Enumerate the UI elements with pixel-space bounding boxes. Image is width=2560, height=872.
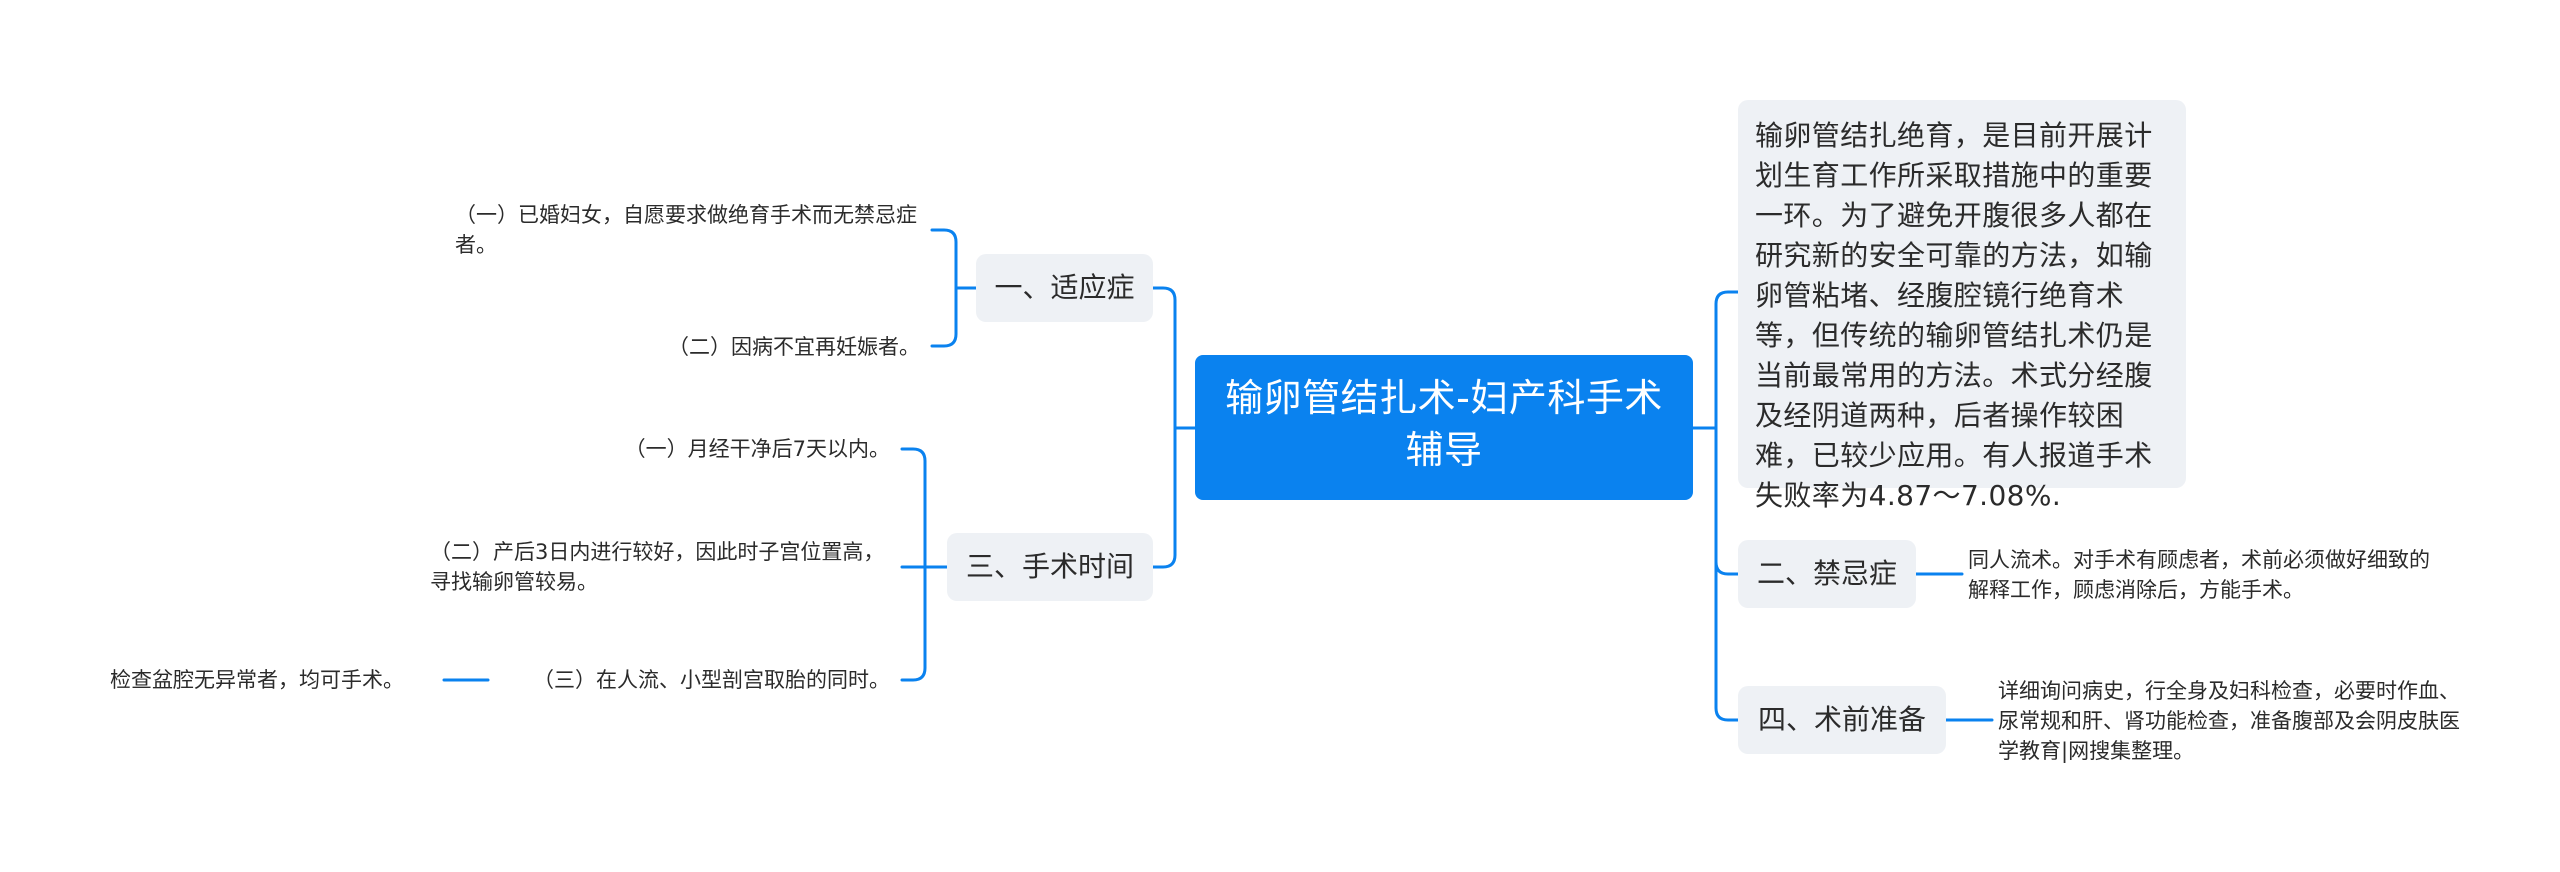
branch-preparation-label: 四、术前准备 — [1757, 703, 1926, 736]
summary-node[interactable]: 输卵管结扎绝育，是目前开展计划生育工作所采取措施中的重要一环。为了避免开腹很多人… — [1738, 100, 2186, 512]
contraindication-detail-text: 同人流术。对手术有顾虑者，术前必须做好细致的解释工作，顾虑消除后，方能手术。 — [1968, 548, 2430, 602]
central-topic-label: 输卵管结扎术-妇产科手术辅导 — [1225, 376, 1663, 472]
timing-item-2[interactable]: （二）产后3日内进行较好，因此时子宫位置高，寻找输卵管较易。 — [430, 537, 890, 597]
timing-item-3[interactable]: （三）在人流、小型剖宫取胎的同时。 — [500, 665, 890, 695]
indication-item-1[interactable]: （一）已婚妇女，自愿要求做绝育手术而无禁忌症者。 — [455, 200, 925, 260]
indication-item-1-text: （一）已婚妇女，自愿要求做绝育手术而无禁忌症者。 — [455, 203, 917, 257]
contraindication-detail[interactable]: 同人流术。对手术有顾虑者，术前必须做好细致的解释工作，顾虑消除后，方能手术。 — [1968, 545, 2438, 605]
timing-item-1[interactable]: （一）月经干净后7天以内。 — [500, 434, 890, 464]
timing-item-3-text: （三）在人流、小型剖宫取胎的同时。 — [533, 668, 890, 692]
indication-item-2[interactable]: （二）因病不宜再妊娠者。 — [500, 332, 920, 362]
branch-timing[interactable]: 三、手术时间 — [947, 533, 1153, 601]
branch-timing-label: 三、手术时间 — [965, 550, 1134, 583]
timing-sub-item-text: 检查盆腔无异常者，均可手术。 — [110, 668, 404, 692]
branch-preparation[interactable]: 四、术前准备 — [1738, 686, 1946, 754]
timing-item-2-text: （二）产后3日内进行较好，因此时子宫位置高，寻找输卵管较易。 — [430, 540, 885, 594]
timing-sub-item[interactable]: 检查盆腔无异常者，均可手术。 — [110, 665, 440, 695]
branch-indications-label: 一、适应症 — [994, 271, 1135, 304]
preparation-detail[interactable]: 详细询问病史，行全身及妇科检查，必要时作血、尿常规和肝、肾功能检查，准备腹部及会… — [1998, 676, 2468, 766]
branch-contraindications[interactable]: 二、禁忌症 — [1738, 540, 1916, 608]
summary-text: 输卵管结扎绝育，是目前开展计划生育工作所采取措施中的重要一环。为了避免开腹很多人… — [1755, 119, 2153, 512]
central-topic[interactable]: 输卵管结扎术-妇产科手术辅导 — [1195, 355, 1693, 500]
branch-indications[interactable]: 一、适应症 — [976, 254, 1153, 322]
branch-contraindications-label: 二、禁忌症 — [1756, 557, 1897, 590]
preparation-detail-text: 详细询问病史，行全身及妇科检查，必要时作血、尿常规和肝、肾功能检查，准备腹部及会… — [1998, 679, 2460, 763]
indication-item-2-text: （二）因病不宜再妊娠者。 — [668, 335, 920, 359]
timing-item-1-text: （一）月经干净后7天以内。 — [624, 437, 890, 461]
